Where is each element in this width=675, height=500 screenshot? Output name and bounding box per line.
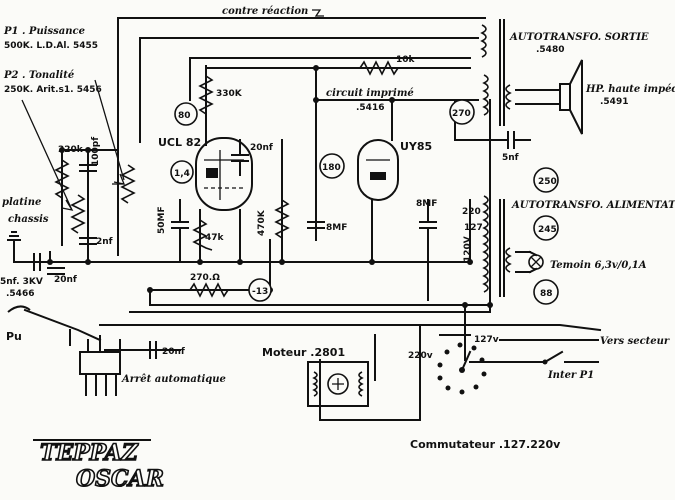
r470k-label: 470K bbox=[257, 209, 267, 236]
capacitor-5nf-pickup bbox=[33, 253, 41, 271]
selector-220-label: 220v bbox=[408, 351, 433, 361]
pickup-cap-label: 5nf. 3KV bbox=[0, 277, 43, 287]
logo-text-teppaz: TEPPAZ bbox=[40, 440, 139, 466]
c20nf-in-label: 20nf bbox=[54, 275, 77, 285]
r220k-label: 220k bbox=[58, 145, 84, 155]
pcb-ref: .5416 bbox=[356, 103, 384, 113]
c50mf-label: 50MF bbox=[157, 206, 167, 234]
voltage-marker-245 bbox=[533, 215, 559, 241]
resistor-270 bbox=[189, 282, 229, 298]
capacitor-8mf-b bbox=[419, 199, 437, 241]
capacitor-2nf bbox=[79, 237, 97, 245]
c20nf-mid-label: 20nf bbox=[250, 143, 273, 153]
tube-uy85-label: UY85 bbox=[400, 140, 432, 153]
mains-switch-icon bbox=[542, 350, 564, 365]
speaker-ref: .5491 bbox=[600, 97, 628, 107]
tap-127-label: 127 bbox=[464, 223, 483, 233]
capacitor-20nf-motor bbox=[149, 341, 157, 359]
tap-120-label: 120V bbox=[463, 236, 473, 262]
c20nf-motor-label: 20nf bbox=[162, 347, 185, 357]
tube-uy85 bbox=[357, 139, 399, 201]
resistor-220k bbox=[54, 159, 70, 199]
v245-label: 245 bbox=[538, 225, 557, 235]
capacitor-50mf bbox=[171, 199, 189, 263]
vminus13-label: -13 bbox=[252, 287, 268, 297]
switch-label: Inter P1 bbox=[547, 370, 594, 381]
mains-label: Vers secteur bbox=[600, 336, 670, 347]
output-tx-ref: .5480 bbox=[536, 45, 564, 55]
p1-spec: 500K. L.D.Al. 5455 bbox=[4, 41, 98, 51]
r47k-label: 47k bbox=[205, 233, 225, 243]
selector-label: Commutateur .127.220v bbox=[410, 438, 561, 451]
ground-icon bbox=[7, 231, 21, 263]
speaker-label: HP. haute impéd. bbox=[585, 84, 675, 95]
c8mf-a-label: 8MF bbox=[326, 223, 347, 233]
capacitor-20nf-in bbox=[47, 267, 65, 275]
platine-label: platine bbox=[2, 197, 41, 208]
logo-text-oscar: OSCAR bbox=[76, 466, 164, 492]
resistor-330k bbox=[198, 75, 214, 115]
chassis-label: chassis bbox=[8, 214, 49, 225]
p1-title: P1 . Puissance bbox=[3, 26, 85, 37]
power-transformer bbox=[482, 195, 531, 297]
tube-ucl82-label: UCL 82 bbox=[158, 136, 201, 149]
voltage-marker-14 bbox=[170, 160, 194, 184]
feedback-arrow-icon bbox=[312, 9, 324, 17]
v80-label: 80 bbox=[178, 111, 191, 121]
potentiometer-p2 bbox=[21, 99, 86, 234]
auto-stop-connector-icon bbox=[79, 335, 121, 396]
capacitor-8mf-a bbox=[307, 221, 325, 229]
resistor-47k bbox=[192, 219, 213, 251]
voltage-marker-80 bbox=[174, 102, 198, 126]
selector-127-label: 127v bbox=[474, 335, 499, 345]
motor-label: Moteur .2801 bbox=[262, 346, 345, 359]
tap-220-label: 220 bbox=[462, 207, 481, 217]
voltage-marker-minus13 bbox=[248, 278, 272, 302]
c2nf-label: 2nf bbox=[96, 237, 113, 247]
voltage-marker-180 bbox=[319, 153, 345, 179]
speaker-icon bbox=[559, 59, 583, 135]
r270-label: 270.Ω bbox=[190, 273, 220, 283]
v250-label: 250 bbox=[538, 177, 557, 187]
v180-label: 180 bbox=[322, 163, 341, 173]
pcb-label: circuit imprimé bbox=[326, 88, 414, 99]
pickup-cap-ref: .5466 bbox=[6, 289, 34, 299]
lamp-label: Temoin 6,3v/0,1A bbox=[550, 260, 647, 271]
voltage-marker-88 bbox=[533, 279, 559, 305]
c100pf-label: 100pf bbox=[91, 137, 101, 166]
potentiometer-p1 bbox=[94, 79, 136, 204]
voltage-marker-250 bbox=[533, 167, 559, 193]
capacitor-20nf-mid bbox=[231, 139, 249, 176]
c8mf-b-label: 8MF bbox=[416, 199, 437, 209]
p2-title: P2 . Tonalité bbox=[3, 70, 74, 81]
auto-stop-label: Arrêt automatique bbox=[121, 374, 226, 385]
c5nf-out-label: 5nf bbox=[502, 153, 519, 163]
motor-icon bbox=[307, 361, 369, 407]
p2-spec: 250K. Arit.s1. 5456 bbox=[4, 85, 102, 95]
resistor-10k bbox=[359, 60, 399, 76]
feedback-label: contre réaction bbox=[222, 6, 308, 17]
pu-label: Pu bbox=[6, 330, 22, 343]
output-transformer bbox=[480, 19, 561, 126]
teppaz-oscar-logo: TEPPAZ OSCAR bbox=[33, 439, 165, 493]
resistor-470k bbox=[274, 199, 290, 239]
capacitor-5nf-out bbox=[489, 131, 531, 149]
voltage-selector-icon bbox=[437, 342, 487, 395]
v14-label: 1,4 bbox=[174, 169, 190, 179]
voltage-marker-270 bbox=[449, 99, 475, 125]
psu-tx-label: AUTOTRANSFO. ALIMENTATION bbox=[511, 200, 675, 211]
v88-label: 88 bbox=[540, 289, 553, 299]
r10k-label: 10k bbox=[396, 55, 416, 65]
output-tx-label: AUTOTRANSFO. SORTIE bbox=[509, 32, 649, 43]
r330k-label: 330K bbox=[216, 89, 243, 99]
tube-ucl82 bbox=[195, 137, 253, 211]
capacitor-100pf bbox=[79, 164, 97, 172]
wiring bbox=[13, 17, 602, 421]
v270-label: 270 bbox=[452, 109, 471, 119]
pickup-cartridge-icon bbox=[7, 305, 31, 313]
pilot-lamp-icon bbox=[528, 250, 544, 274]
